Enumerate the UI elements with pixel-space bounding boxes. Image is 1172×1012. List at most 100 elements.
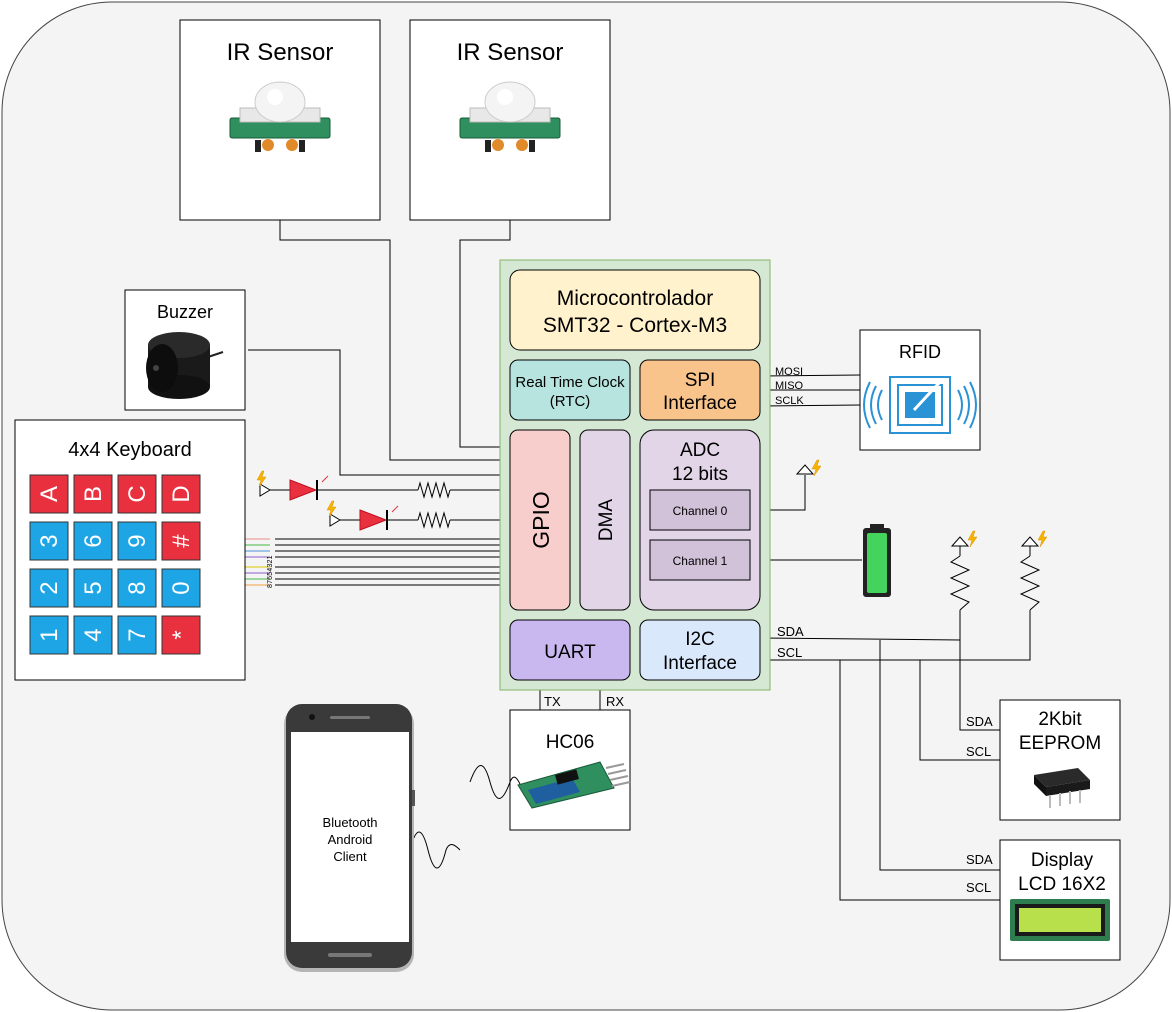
adc-channel-1-label: Channel 1 (673, 554, 728, 568)
spi-sclk-label: SCLK (775, 395, 804, 407)
spi-block (639, 359, 761, 421)
keypad-key: 3 (29, 521, 69, 561)
keypad-key: D (161, 474, 201, 514)
i2c-scl-label: SCL (777, 645, 802, 660)
bluetooth-module-icon (517, 761, 631, 809)
keyboard-title: 4x4 Keyboard (68, 439, 191, 461)
keypad-key: C (117, 474, 157, 514)
pullup-resistor-scl (1019, 536, 1041, 611)
eeprom-sda-label: SDA (966, 714, 993, 729)
i2c-line1: I2C (685, 629, 715, 650)
buzzer-icon (146, 332, 224, 399)
keypad-key-label: 4 (80, 628, 107, 641)
adc-channel-0 (649, 489, 751, 531)
keypad-key-label: # (168, 534, 195, 548)
pir-sensor-icon (459, 81, 561, 152)
rtc-line2: (RTC) (550, 393, 591, 410)
eeprom-line1: 2Kbit (1038, 709, 1082, 730)
microcontroller: Microcontrolador SMT32 - Cortex-M3 Real … (499, 259, 771, 691)
rtc-block (509, 359, 631, 421)
dma-block (579, 429, 631, 611)
keypad-key-label: 5 (80, 581, 107, 594)
resistor-led-2 (417, 511, 451, 529)
keypad-key: 4 (73, 615, 113, 655)
keypad-key-label: 8 (124, 581, 151, 594)
keypad-key-label: C (124, 485, 151, 502)
display-line2: LCD 16X2 (1018, 874, 1106, 895)
display-scl-label: SCL (966, 880, 991, 895)
spi-miso-label: MISO (775, 380, 804, 392)
keypad-key: # (161, 521, 201, 561)
keypad-key-label: 0 (168, 581, 195, 594)
keypad-key: 6 (73, 521, 113, 561)
keypad-key: * (161, 615, 201, 655)
buzzer-box: Buzzer (124, 289, 246, 411)
uart-block (509, 619, 631, 681)
eeprom-box: 2Kbit EEPROM (999, 699, 1121, 821)
spi-mosi-label: MOSI (775, 366, 803, 378)
battery-icon (863, 524, 891, 597)
keypad-key-label: 1 (36, 628, 63, 641)
ir-sensor-1: IR Sensor (179, 19, 381, 221)
adc-line1: ADC (680, 440, 720, 461)
led-1 (256, 470, 340, 501)
hc06-box: TX RX HC06 (509, 694, 631, 831)
i2c-block (639, 619, 761, 681)
keypad-key-label: D (168, 485, 195, 502)
mcu-title-box (509, 269, 761, 351)
keypad-key-label: 3 (36, 534, 63, 547)
display-sda-label: SDA (966, 852, 993, 867)
phone-line2: Android (328, 832, 373, 847)
hc06-tx-label: TX (544, 694, 561, 709)
spi-line1: SPI (685, 370, 716, 391)
hc06-title: HC06 (546, 732, 595, 753)
ir-sensor-1-title: IR Sensor (227, 39, 334, 66)
keypad-key: 1 (29, 615, 69, 655)
mcu-title-line2: SMT32 - Cortex-M3 (543, 314, 727, 337)
phone-line3: Client (333, 849, 367, 864)
rfid-title: RFID (899, 342, 941, 362)
eeprom-line2: EEPROM (1019, 733, 1101, 754)
keypad-key-label: A (36, 486, 63, 502)
chip-icon (1034, 768, 1090, 808)
rtc-line1: Real Time Clock (515, 374, 625, 391)
buzzer-title: Buzzer (157, 302, 213, 322)
keypad-key-label: 9 (124, 534, 151, 547)
rfid-icon (863, 376, 977, 434)
eeprom-scl-label: SCL (966, 744, 991, 759)
display-box: Display LCD 16X2 (999, 839, 1121, 961)
resistor-led-1 (417, 481, 451, 499)
pullup-resistor-sda (949, 536, 971, 611)
phone-line1: Bluetooth (323, 815, 378, 830)
keypad-key: 7 (117, 615, 157, 655)
keypad-key-label: 7 (124, 628, 151, 641)
keypad-key: 2 (29, 568, 69, 608)
uart-label: UART (544, 642, 596, 663)
i2c-line2: Interface (663, 653, 737, 674)
ir-sensor-2: IR Sensor (409, 19, 611, 221)
i2c-sda-label: SDA (777, 624, 804, 639)
keypad-key: B (73, 474, 113, 514)
wireless-wave-icon (469, 765, 521, 799)
adc-channel-1 (649, 539, 751, 581)
wires (49, 220, 1031, 901)
keypad-key-label: 6 (80, 534, 107, 547)
spi-line2: Interface (663, 393, 737, 414)
adc-channel-0-label: Channel 0 (673, 504, 728, 518)
keypad-key-label: 2 (36, 581, 63, 594)
keypad-key-label: B (80, 486, 107, 502)
pir-sensor-icon (229, 81, 331, 152)
display-line1: Display (1031, 850, 1094, 871)
ir-sensor-2-title: IR Sensor (457, 39, 564, 66)
dma-label: DMA (596, 499, 617, 542)
keypad-key: 9 (117, 521, 157, 561)
hc06-rx-label: RX (606, 694, 624, 709)
keypad-key: 8 (117, 568, 157, 608)
keypad-key-label: * (168, 630, 195, 639)
keypad-key: 0 (161, 568, 201, 608)
gpio-label: GPIO (528, 491, 554, 549)
keyboard-pin-numbers: 87654321 (267, 555, 274, 588)
mcu-title-line1: Microcontrolador (557, 287, 713, 310)
